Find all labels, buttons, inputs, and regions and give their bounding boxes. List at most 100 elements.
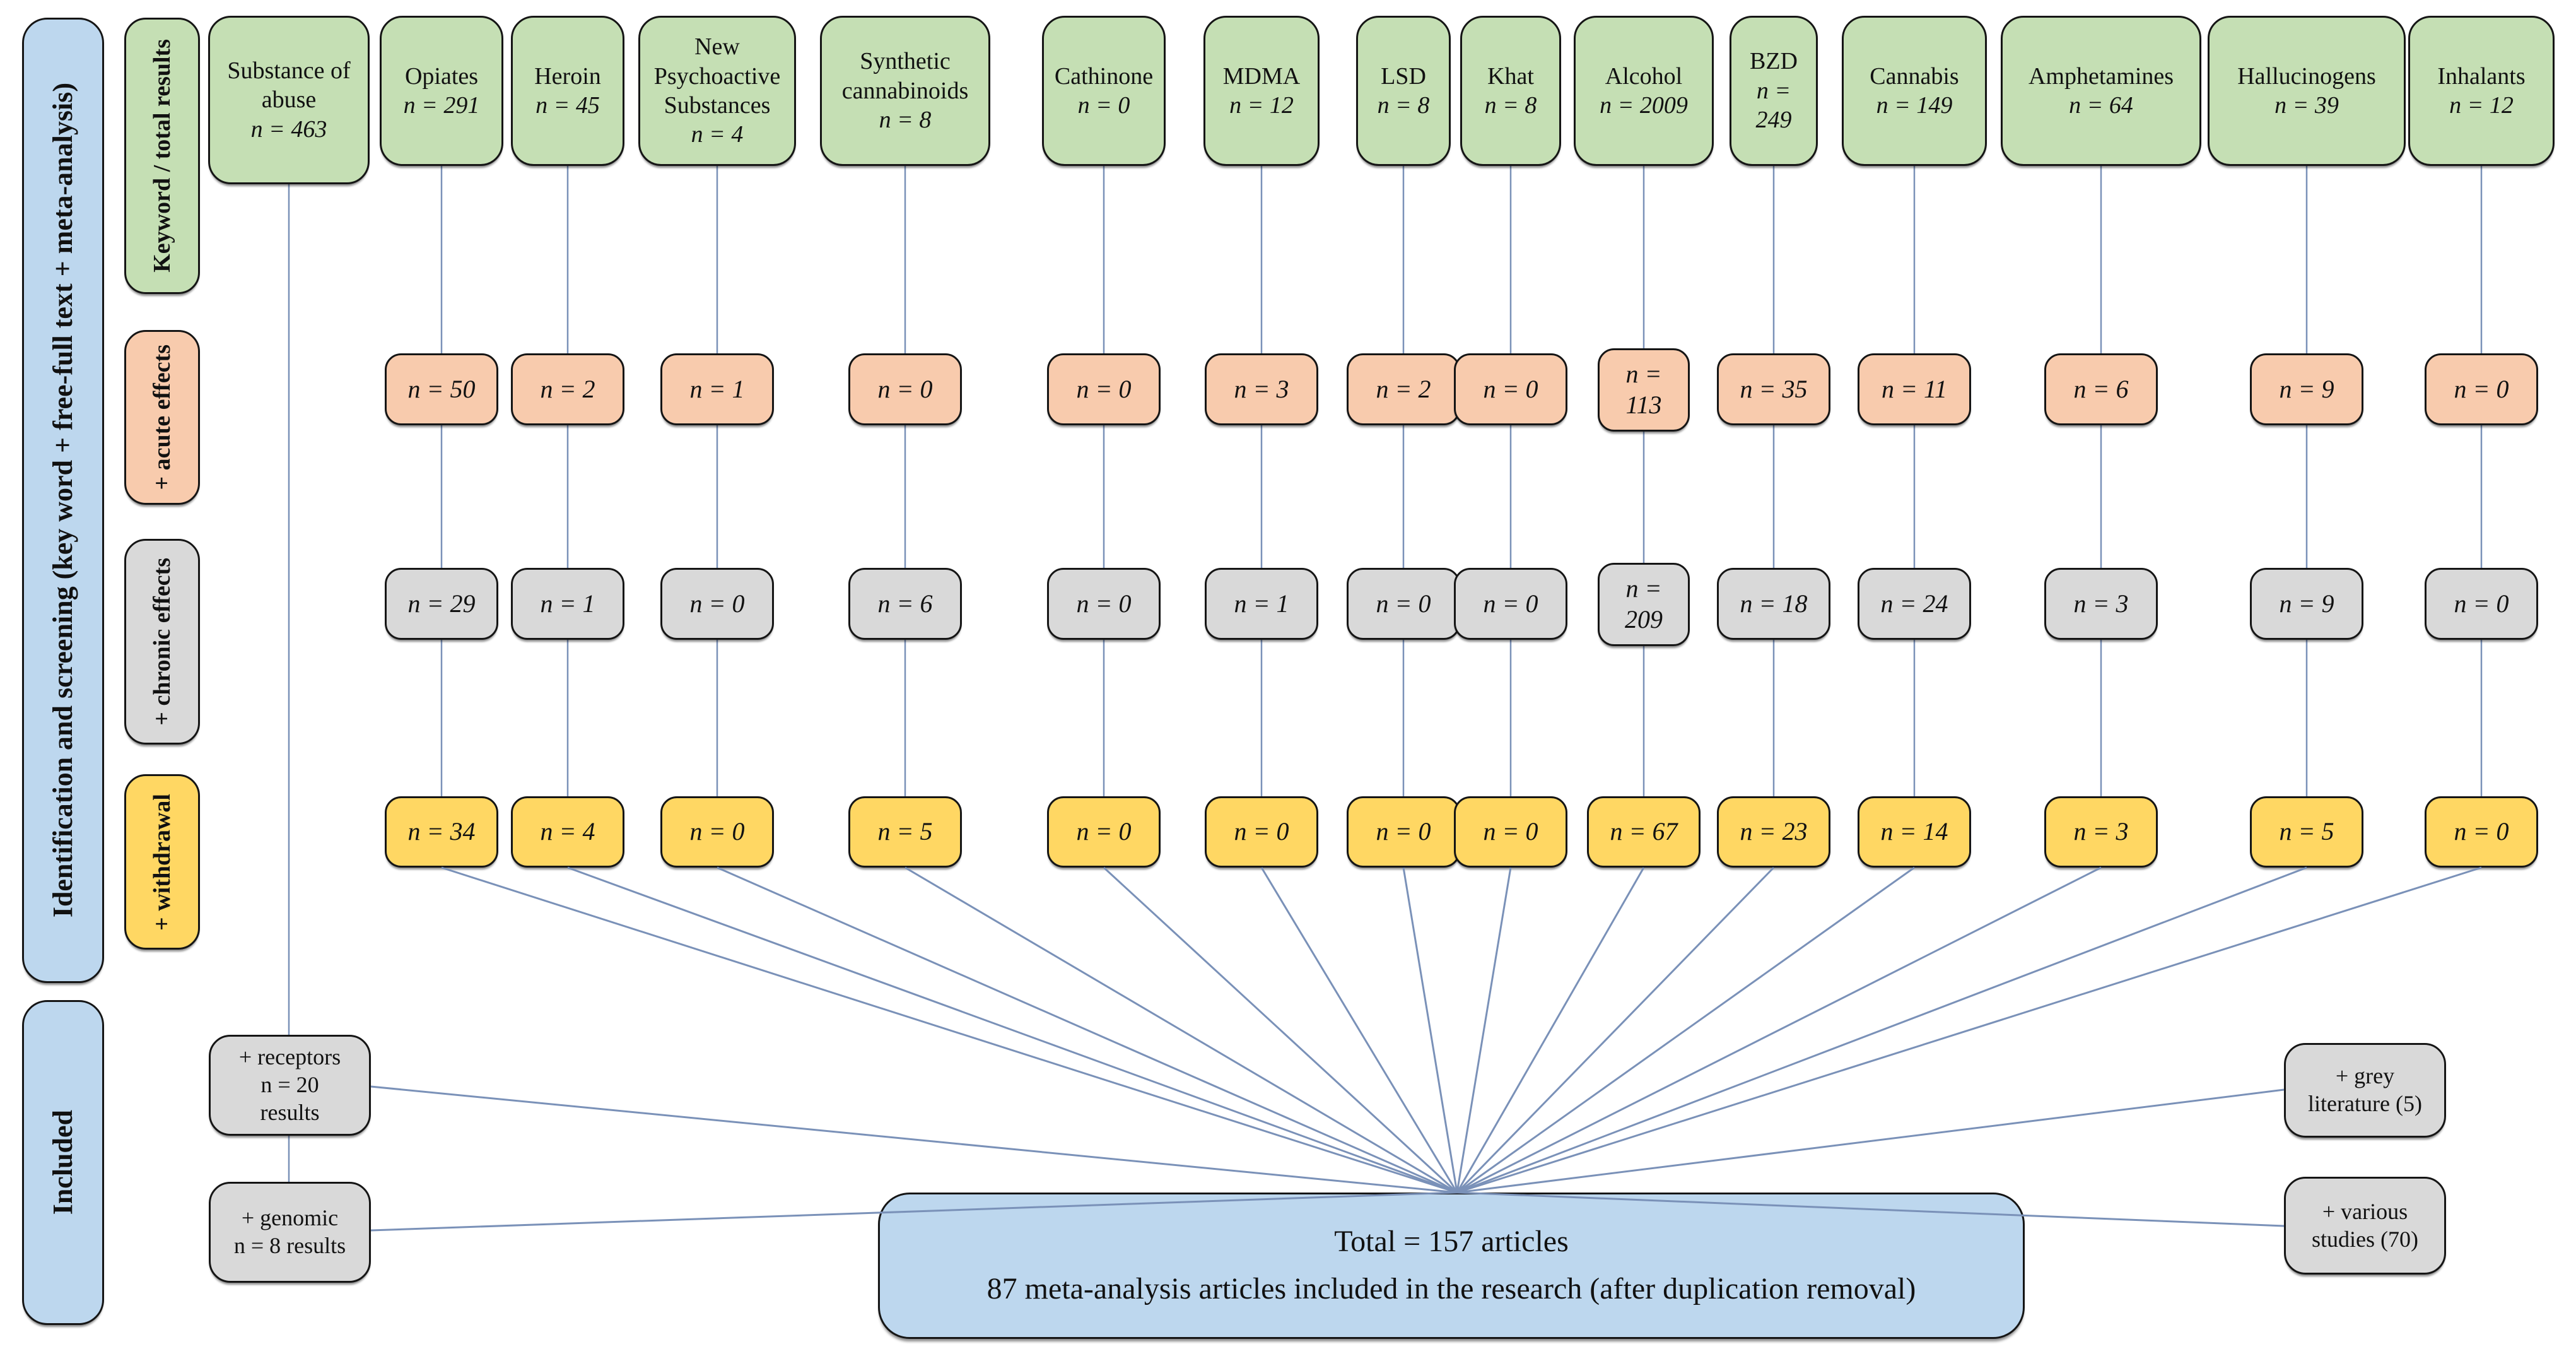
chronic-n-amphetamines: n = 3: [2044, 568, 2158, 640]
column-total-count: n = 249: [1755, 77, 1792, 134]
column-total-count: n = 64: [2069, 92, 2133, 119]
keyword-row-label: Keyword / total results: [148, 39, 175, 273]
included-grey-literature-box: + grey literature (5): [2284, 1043, 2446, 1138]
acute-n-lsd: n = 2: [1347, 353, 1460, 425]
row-label-withdrawal: + withdrawal: [124, 774, 200, 950]
column-total-count: n = 149: [1876, 92, 1953, 119]
column-name: LSD: [1381, 62, 1426, 90]
keyword-box-synthetic-cannabinoids: Synthetic cannabinoids n = 8: [820, 16, 990, 166]
chronic-n-synthetic-cannabinoids: n = 6: [848, 568, 962, 640]
acute-n-cannabis: n = 11: [1858, 353, 1971, 425]
column-total-count: n = 2009: [1600, 92, 1688, 119]
withdrawal-n-cannabis: n = 14: [1858, 796, 1971, 868]
connector-line: [1103, 866, 1458, 1194]
connector-line: [1260, 867, 1458, 1193]
included-receptors-box: + receptors n = 20 results: [209, 1035, 371, 1136]
included-genomic-box: + genomic n = 8 results: [209, 1182, 371, 1283]
withdrawal-n-lsd: n = 0: [1347, 796, 1460, 868]
column-total-count: n = 12: [2449, 92, 2514, 119]
keyword-box-bzd: BZD n = 249: [1730, 16, 1818, 166]
section-identification-screening: Identification and screening (key word +…: [22, 18, 104, 983]
chronic-n-new-psychoactive-substances: n = 0: [660, 568, 774, 640]
keyword-box-substance-of-abuse: Substance of abuse n = 463: [208, 16, 370, 184]
column-name: Amphetamines: [2028, 62, 2174, 90]
identification-screening-label: Identification and screening (key word +…: [47, 83, 79, 918]
acute-n-alcohol: n = 113: [1598, 348, 1690, 432]
withdrawal-n-synthetic-cannabinoids: n = 5: [848, 796, 962, 868]
keyword-box-hallucinogens: Hallucinogens n = 39: [2208, 16, 2406, 166]
section-included: Included: [22, 1000, 104, 1325]
column-name: Alcohol: [1605, 62, 1683, 90]
connector-line: [1456, 1088, 2285, 1194]
column-name: Cathinone: [1054, 62, 1154, 90]
chronic-n-opiates: n = 29: [385, 568, 498, 640]
withdrawal-n-amphetamines: n = 3: [2044, 796, 2158, 868]
column-total-count: n = 8: [879, 107, 932, 134]
acute-n-opiates: n = 50: [385, 353, 498, 425]
chronic-n-lsd: n = 0: [1347, 568, 1460, 640]
keyword-box-new-psychoactive-substances: New Psychoactive Substances n = 4: [638, 16, 796, 166]
column-name: Heroin: [534, 62, 601, 90]
column-name: New Psychoactive Substances: [653, 33, 781, 119]
column-total-count: n = 0: [1077, 92, 1130, 119]
connector-line: [567, 866, 1458, 1194]
included-various-studies-box: + various studies (70): [2284, 1177, 2446, 1275]
acute-n-bzd: n = 35: [1717, 353, 1830, 425]
connector-line: [1456, 866, 2482, 1194]
column-name: Opiates: [404, 62, 479, 90]
column-name: BZD: [1750, 48, 1798, 75]
column-total-count: n = 8: [1484, 92, 1537, 119]
column-name: Hallucinogens: [2237, 62, 2376, 90]
connector-line: [1456, 866, 2307, 1194]
chronic-n-khat: n = 0: [1454, 568, 1567, 640]
acute-n-cathinone: n = 0: [1047, 353, 1161, 425]
acute-n-mdma: n = 3: [1205, 353, 1318, 425]
acute-row-label: + acute effects: [148, 345, 175, 490]
keyword-box-inhalants: Inhalants n = 12: [2408, 16, 2555, 166]
withdrawal-n-mdma: n = 0: [1205, 796, 1318, 868]
acute-n-hallucinogens: n = 9: [2250, 353, 2363, 425]
keyword-box-lsd: LSD n = 8: [1356, 16, 1451, 166]
keyword-box-heroin: Heroin n = 45: [511, 16, 624, 166]
acute-n-inhalants: n = 0: [2425, 353, 2538, 425]
withdrawal-n-bzd: n = 23: [1717, 796, 1830, 868]
withdrawal-n-inhalants: n = 0: [2425, 796, 2538, 868]
column-total-count: n = 463: [250, 115, 327, 143]
connector-line: [905, 866, 1458, 1194]
keyword-box-alcohol: Alcohol n = 2009: [1574, 16, 1714, 166]
row-label-chronic-effects: + chronic effects: [124, 539, 200, 745]
keyword-box-opiates: Opiates n = 291: [380, 16, 503, 166]
chronic-n-heroin: n = 1: [511, 568, 624, 640]
meta-analysis-included-line: 87 meta-analysis articles included in th…: [986, 1272, 1916, 1305]
withdrawal-n-heroin: n = 4: [511, 796, 624, 868]
connector-line: [441, 866, 1458, 1194]
withdrawal-n-new-psychoactive-substances: n = 0: [660, 796, 774, 868]
withdrawal-n-hallucinogens: n = 5: [2250, 796, 2363, 868]
connector-line: [1456, 867, 1512, 1193]
keyword-box-mdma: MDMA n = 12: [1203, 16, 1320, 166]
withdrawal-n-opiates: n = 34: [385, 796, 498, 868]
acute-n-khat: n = 0: [1454, 353, 1567, 425]
column-name: Khat: [1487, 62, 1534, 90]
chronic-n-hallucinogens: n = 9: [2250, 568, 2363, 640]
withdrawal-row-label: + withdrawal: [148, 793, 175, 931]
column-name: Substance of abuse: [227, 57, 351, 114]
chronic-n-mdma: n = 1: [1205, 568, 1318, 640]
total-articles-line: Total = 157 articles: [1334, 1225, 1569, 1259]
column-total-count: n = 291: [403, 92, 480, 119]
total-articles-box: Total = 157 articles 87 meta-analysis ar…: [878, 1193, 2025, 1339]
keyword-box-cathinone: Cathinone n = 0: [1042, 16, 1166, 166]
chronic-n-cannabis: n = 24: [1858, 568, 1971, 640]
chronic-row-label: + chronic effects: [148, 558, 175, 726]
acute-n-synthetic-cannabinoids: n = 0: [848, 353, 962, 425]
connector-line: [1456, 866, 1915, 1194]
chronic-n-cathinone: n = 0: [1047, 568, 1161, 640]
connector-line: [1456, 866, 2102, 1194]
chronic-n-bzd: n = 18: [1717, 568, 1830, 640]
column-name: MDMA: [1222, 62, 1301, 90]
connector-line: [370, 1085, 1458, 1194]
acute-n-amphetamines: n = 6: [2044, 353, 2158, 425]
withdrawal-n-khat: n = 0: [1454, 796, 1567, 868]
connector-line: [1456, 867, 1645, 1193]
